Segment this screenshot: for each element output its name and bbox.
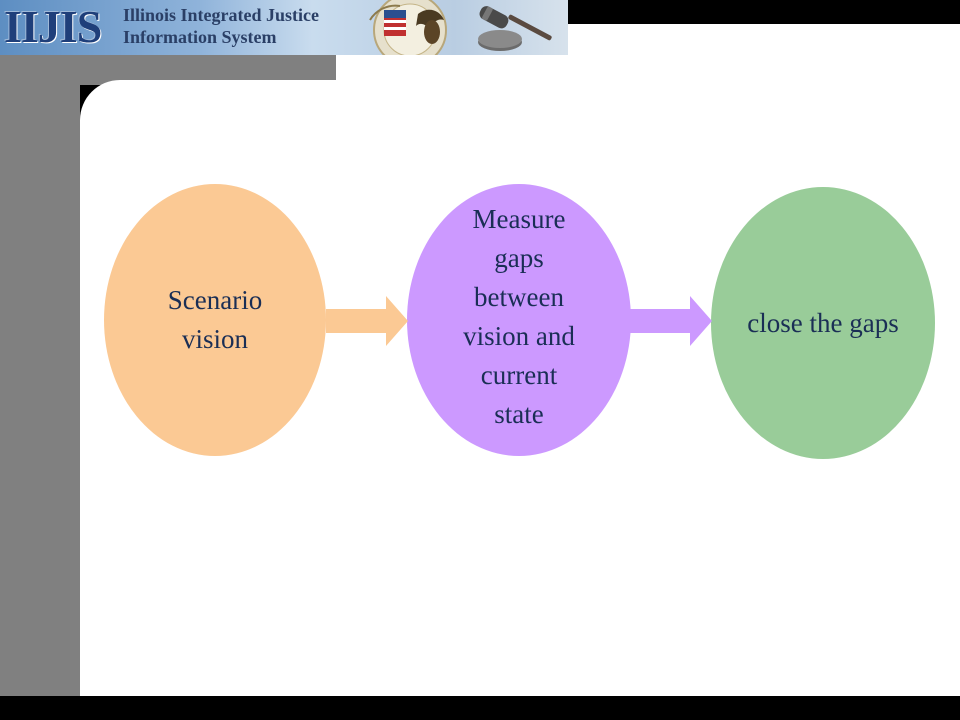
- arrow-1: [326, 296, 408, 346]
- left-sidebar: [0, 55, 80, 696]
- node-close-gaps-shape: [711, 187, 935, 459]
- banner-title-line-1: Illinois Integrated Justice: [123, 5, 319, 25]
- iijis-logo: IIJIS: [4, 1, 102, 52]
- node-close-gaps-label: close the gaps: [747, 307, 899, 338]
- state-seal-icon: [369, 0, 447, 55]
- arrow-2: [630, 296, 712, 346]
- gavel-icon: [478, 6, 552, 51]
- node-scenario-vision-label: Scenario vision: [167, 285, 263, 354]
- node-scenario-vision-shape: [104, 184, 326, 456]
- header-banner: IIJIS Illinois Integrated Justice Inform…: [0, 0, 568, 55]
- node-close-gaps: close the gaps: [711, 187, 935, 459]
- banner-title: Illinois Integrated Justice Information …: [123, 4, 319, 48]
- node-measure-gaps-shape: [407, 184, 631, 456]
- node-measure-gaps-label: Measure gaps between vision and current …: [463, 204, 575, 429]
- banner-title-line-2: Information System: [123, 27, 277, 47]
- node-measure-gaps: Measure gaps between vision and current …: [407, 184, 631, 456]
- node-scenario-vision: Scenario vision: [104, 184, 326, 456]
